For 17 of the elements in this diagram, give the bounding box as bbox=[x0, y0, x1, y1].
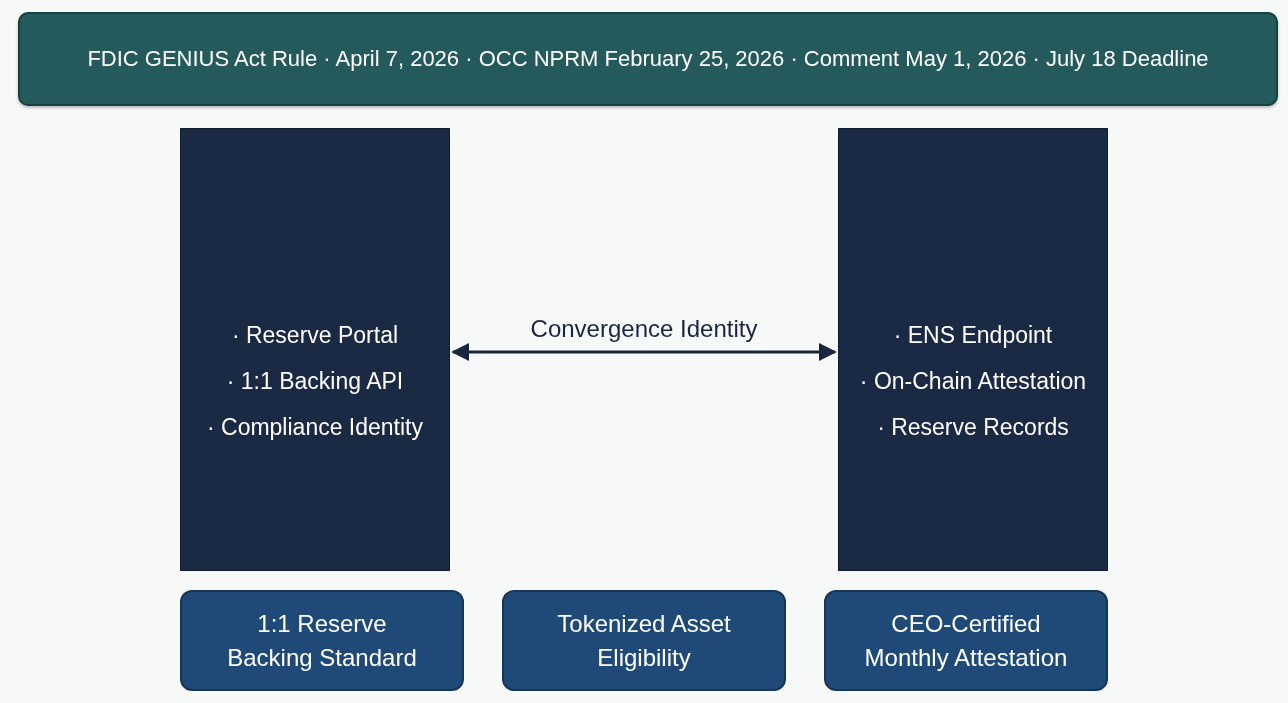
requirement-box bbox=[824, 590, 1108, 691]
requirement-text: Tokenized Asset Eligibility bbox=[556, 608, 732, 673]
requirement-box bbox=[180, 590, 464, 691]
requirement-box bbox=[502, 590, 786, 691]
bullet-item: · Reserve Portal bbox=[231, 321, 399, 350]
domain-panel bbox=[180, 128, 450, 571]
requirement-text: CEO-Certified Monthly Attestation bbox=[863, 608, 1069, 673]
header-text: FDIC GENIUS Act Rule · April 7, 2026 · OCC NPRM February 25, 2026 · Comment May 1, 2026 · July 18 Deadline bbox=[87, 45, 1209, 73]
bullet-item: · Reserve Records bbox=[877, 413, 1069, 442]
bullet-item: · ENS Endpoint bbox=[893, 321, 1053, 350]
domain-panel bbox=[838, 128, 1108, 571]
bullet-item: · On-Chain Attestation bbox=[859, 367, 1087, 396]
requirement-text: 1:1 Reserve Backing Standard bbox=[226, 608, 418, 673]
header-banner bbox=[18, 12, 1278, 106]
bullet-item: · Compliance Identity bbox=[206, 413, 423, 442]
bullet-item: · 1:1 Backing API bbox=[226, 367, 404, 396]
double-arrow bbox=[451, 343, 837, 361]
